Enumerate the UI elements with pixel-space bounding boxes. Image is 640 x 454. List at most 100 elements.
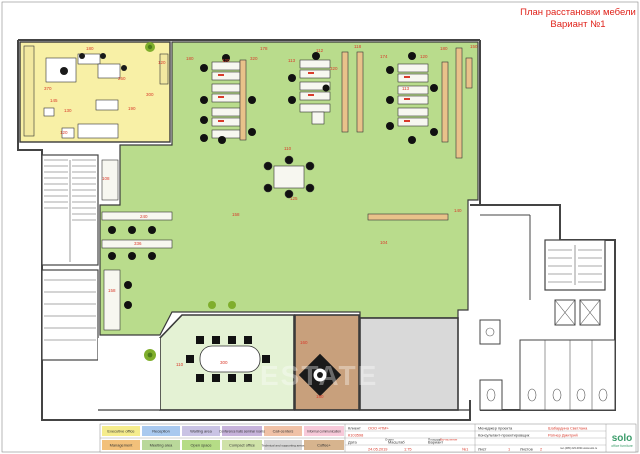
workstation-cluster-1 [211, 59, 247, 141]
svg-text:158: 158 [108, 288, 116, 293]
legend-swatch-conference [222, 426, 262, 436]
legend-swatch-management [102, 440, 140, 450]
tb-sheet-value: 1 [508, 447, 510, 452]
tb-area-label: Площадь [428, 438, 441, 442]
tb-date-label: Дата [348, 440, 357, 445]
legend-swatch-meeting [142, 440, 180, 450]
workstation-cluster-3 [397, 47, 473, 159]
legend-label: Reception [152, 429, 170, 434]
storage-line [367, 213, 449, 221]
legend-label: Waiting area [190, 429, 213, 434]
open-space-zone [99, 41, 479, 336]
svg-text:130: 130 [64, 108, 72, 113]
right-core [479, 214, 616, 411]
logo-tagline: office furniture [611, 444, 633, 448]
legend-swatch-technical [264, 440, 302, 450]
legend-swatch-open-space [182, 440, 220, 450]
svg-text:320: 320 [330, 66, 338, 71]
workstation-cluster-2 [299, 51, 364, 133]
svg-text:180: 180 [186, 56, 194, 61]
svg-text:113: 113 [402, 86, 410, 91]
legend-label: Informal communication [307, 430, 341, 434]
corridor [98, 338, 160, 410]
legend-label: Open space [191, 443, 212, 448]
svg-text:320: 320 [250, 56, 258, 61]
svg-text:300: 300 [220, 360, 228, 365]
tb-scale-value: 1:75 [404, 447, 412, 452]
svg-text:125: 125 [290, 196, 298, 201]
legend-label: Technical and supporting areas [262, 444, 305, 448]
svg-text:160: 160 [300, 340, 308, 345]
left-workstation-chairs [108, 226, 156, 309]
svg-text:180: 180 [440, 46, 448, 51]
legend-swatch-compact [222, 440, 262, 450]
tb-variant-value: №1 [462, 447, 468, 452]
tb-area-value: Вычисление [440, 438, 458, 442]
legend-label: Meeting area [150, 443, 174, 448]
tb-pm-value: Шабардина Светлана [548, 426, 588, 431]
legend-swatch-reception [142, 426, 180, 436]
desk-monitors [218, 72, 410, 122]
tb-code-value: К103598 [348, 433, 363, 438]
tb-consultant-value: Ратнер Дмитрий [548, 433, 578, 438]
executive-furniture [23, 45, 169, 139]
svg-text:120: 120 [222, 58, 230, 63]
left-staircase [41, 154, 99, 361]
svg-text:108: 108 [102, 176, 110, 181]
tb-scale-label: Масштаб [388, 440, 405, 445]
left-workstation-row [101, 159, 173, 331]
tb-variant-label: Вариант [428, 440, 443, 445]
tb-client-value: ООО «ПМ» [368, 426, 389, 431]
legend-label: Conference halls seminar rooms [219, 430, 265, 434]
legend-label: Management [110, 443, 134, 448]
svg-text:190: 190 [128, 106, 136, 111]
legend-swatch-executive [102, 426, 140, 436]
svg-text:120: 120 [158, 60, 166, 65]
svg-text:180: 180 [316, 394, 324, 399]
svg-text:104: 104 [380, 240, 388, 245]
svg-text:150: 150 [470, 44, 478, 49]
plant-icon [144, 301, 236, 361]
svg-text:120: 120 [60, 130, 68, 135]
svg-text:120: 120 [420, 54, 428, 59]
plan-title: План расстановки мебели [520, 7, 636, 18]
compact-office [359, 317, 459, 411]
tb-sheet-label: Лист [478, 447, 487, 452]
tb-consultant-label: Консультант-проектировщик [478, 433, 530, 438]
svg-text:370: 370 [44, 86, 52, 91]
svg-text:174: 174 [380, 54, 388, 59]
watermark: ESTATE [260, 360, 378, 391]
tb-pm-label: Менеджер проекта [478, 426, 513, 431]
svg-text:158: 158 [232, 212, 240, 217]
svg-text:336: 336 [134, 241, 142, 246]
svg-text:118: 118 [354, 44, 362, 49]
svg-text:300: 300 [146, 92, 154, 97]
svg-text:180: 180 [86, 46, 94, 51]
tb-sheets-value: 2 [540, 447, 542, 452]
legend-label: Call-centers [273, 429, 294, 434]
legend-swatch-coffee [304, 440, 344, 450]
legend-title-block: Executive office Reception Waiting area … [99, 423, 637, 453]
tb-contact: тел.(495) 223-0034 www.solo.ru [560, 446, 598, 450]
coffee-table [298, 353, 342, 397]
plan-variant: Вариант №1 [550, 19, 605, 30]
svg-text:110: 110 [284, 146, 292, 151]
svg-text:178: 178 [260, 46, 268, 51]
legend-label: Compact office [229, 443, 255, 448]
tb-client-label: Клиент [348, 426, 361, 431]
tb-sheets-label: Листов [520, 447, 533, 452]
legend-label: Executive office [107, 429, 134, 434]
dimension-annotations: 370 180 145 190 120 180 320 120 320 178 … [44, 44, 478, 399]
svg-text:145: 145 [50, 98, 58, 103]
legend-swatch-call-centers [264, 426, 302, 436]
tb-dept-label: Отдел [385, 438, 394, 442]
svg-text:240: 240 [140, 214, 148, 219]
conference-table [186, 336, 270, 382]
svg-text:260: 260 [118, 76, 126, 81]
legend-swatch-waiting [182, 426, 220, 436]
tb-date-value: 24.05.2019 [368, 447, 387, 452]
svg-text:110: 110 [176, 362, 184, 367]
executive-chairs [60, 53, 127, 75]
legend-swatch-informal [304, 426, 344, 436]
